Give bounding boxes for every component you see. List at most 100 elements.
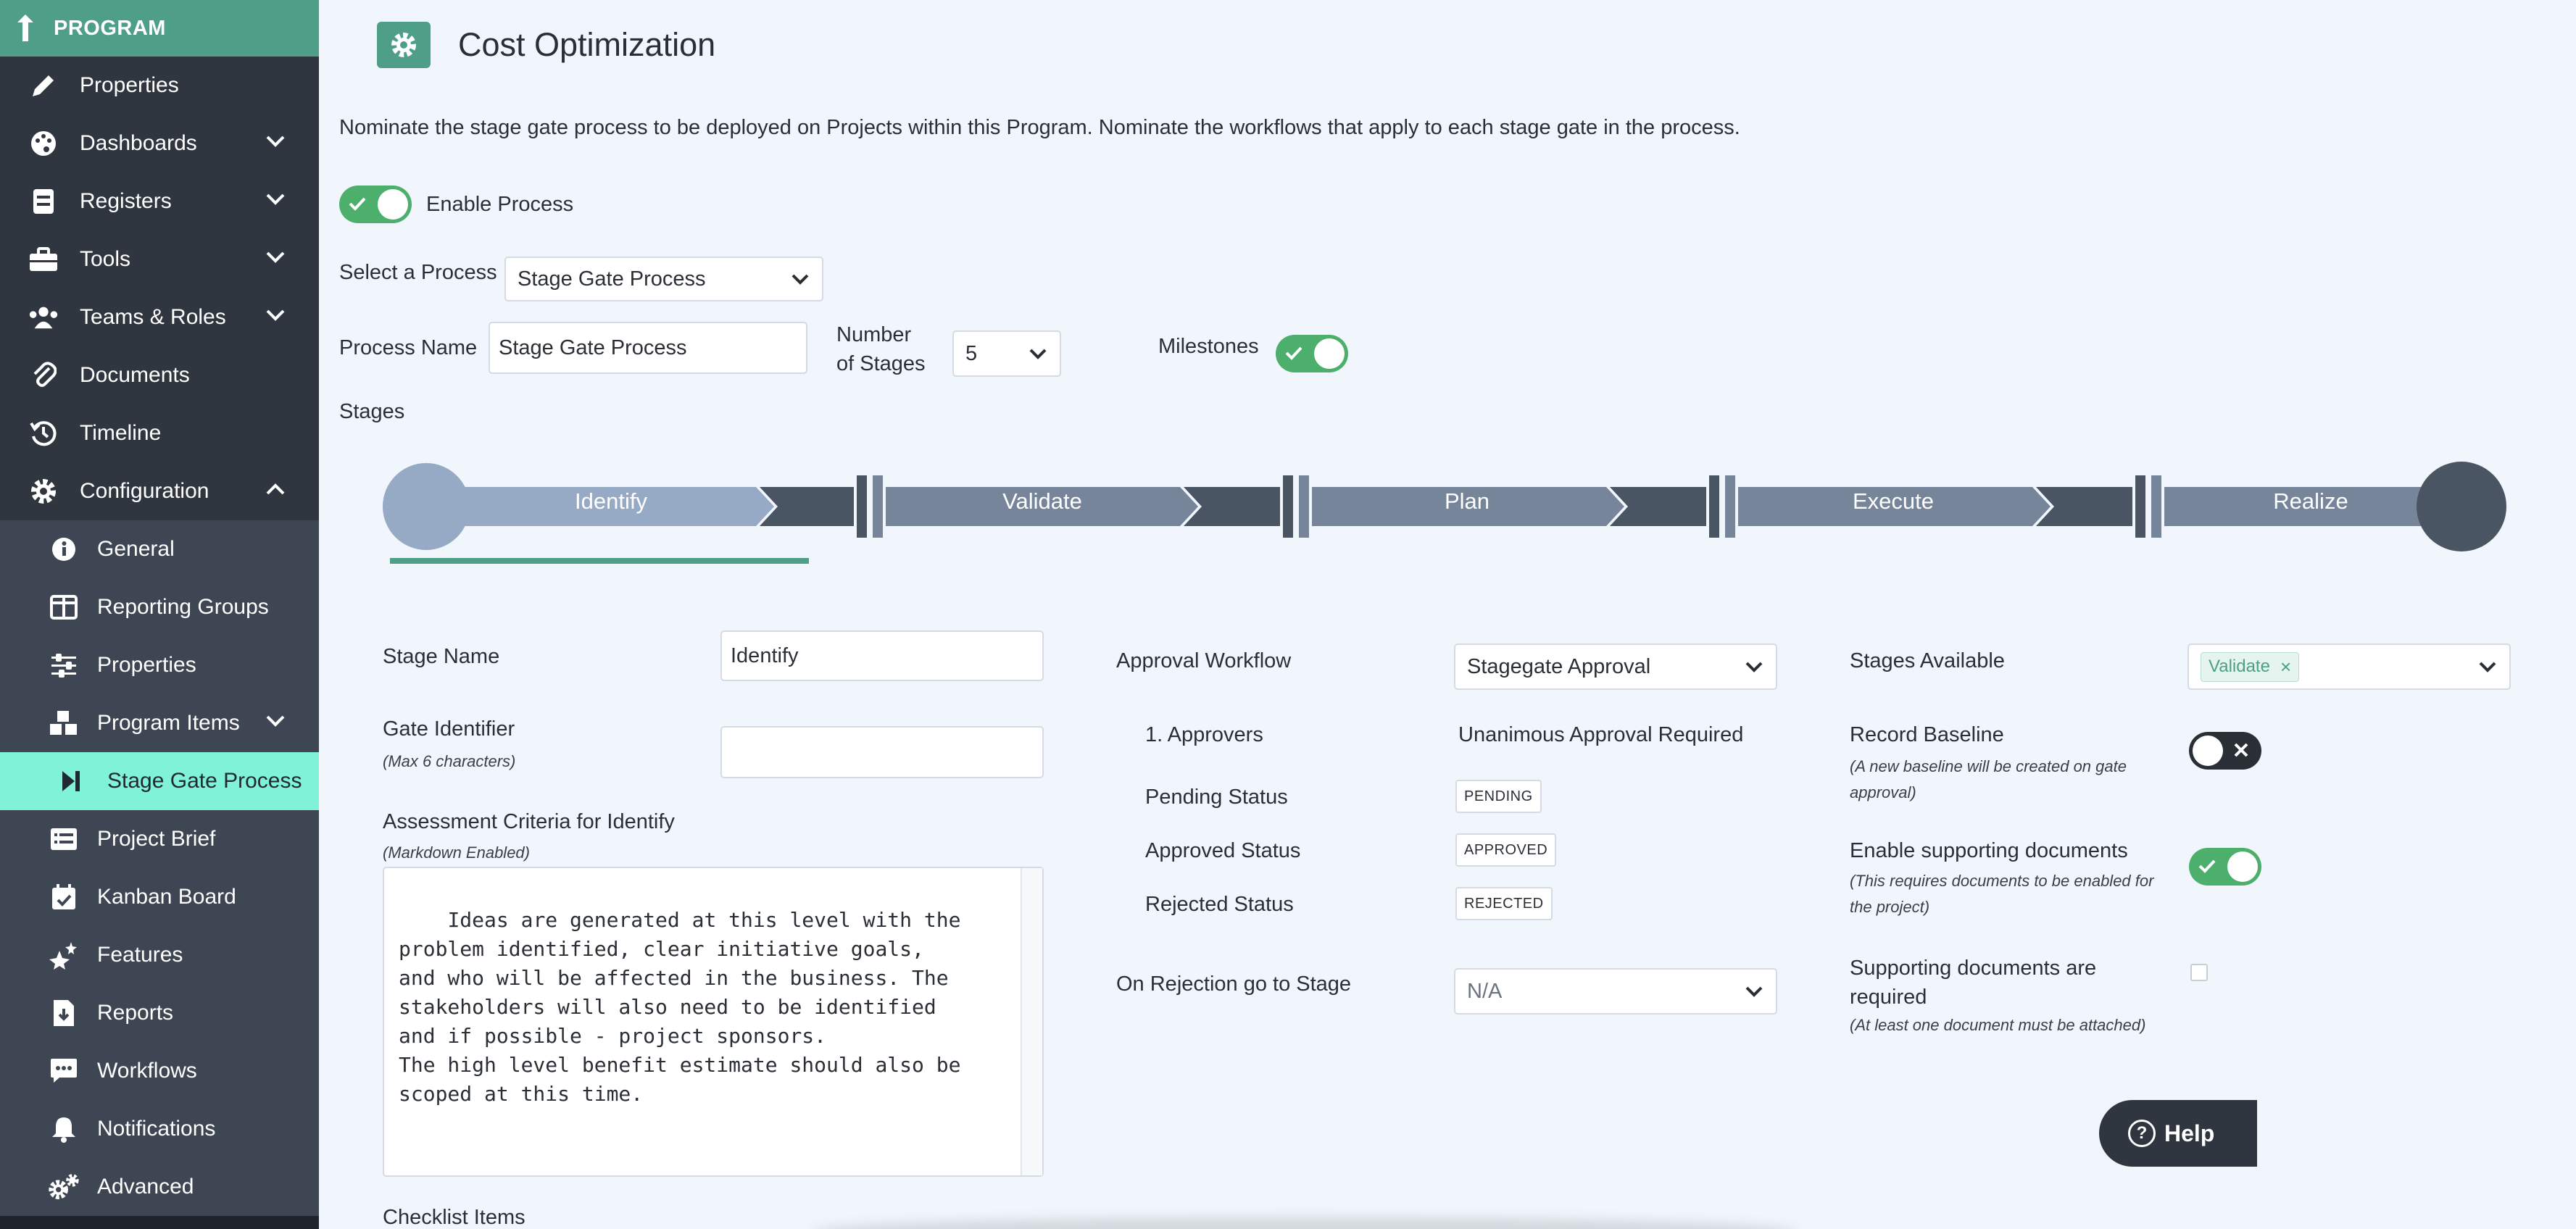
sidebar-item-documents[interactable]: Documents bbox=[0, 346, 319, 404]
record-baseline-label: Record Baseline bbox=[1850, 723, 2004, 746]
sidebar-item-dashboards[interactable]: Dashboards bbox=[0, 114, 319, 172]
checklist-items-label: Checklist Items bbox=[383, 1206, 525, 1229]
chevron-down-icon bbox=[266, 715, 285, 727]
register-icon bbox=[28, 186, 59, 217]
sidebar-item-label: Registers bbox=[80, 189, 172, 213]
sidebar-item-label: Timeline bbox=[80, 421, 162, 445]
textarea-scrollbar[interactable] bbox=[1021, 868, 1042, 1175]
calendar-check-icon bbox=[48, 881, 80, 913]
sidebar-subitem-program-items[interactable]: Program Items bbox=[0, 694, 319, 752]
sidebar-item-label: Kanban Board bbox=[97, 885, 236, 909]
enable-supporting-docs-toggle[interactable] bbox=[2189, 848, 2261, 886]
stage-realize[interactable]: Realize bbox=[2273, 488, 2348, 514]
sidebar-item-registers[interactable]: Registers bbox=[0, 172, 319, 230]
chevron-down-icon bbox=[2479, 662, 2496, 672]
sidebar-item-label: Project Brief bbox=[97, 827, 216, 851]
cubes-icon bbox=[48, 707, 80, 739]
stages-available-multiselect[interactable]: Validate × bbox=[2187, 643, 2511, 690]
approvers-label: 1. Approvers bbox=[1145, 723, 1263, 746]
approved-status-badge: APPROVED bbox=[1455, 833, 1557, 867]
sidebar-item-label: Workflows bbox=[97, 1059, 197, 1083]
sidebar-subitem-stage-gate-process[interactable]: Stage Gate Process bbox=[0, 752, 319, 810]
stage-validate[interactable]: Validate bbox=[1002, 488, 1082, 514]
chevron-down-icon bbox=[266, 136, 285, 147]
pencil-icon bbox=[28, 70, 59, 101]
number-of-stages-dropdown[interactable]: 5 bbox=[952, 330, 1061, 377]
on-rejection-label: On Rejection go to Stage bbox=[1116, 972, 1352, 996]
assessment-criteria-textarea[interactable]: Ideas are generated at this level with t… bbox=[383, 867, 1044, 1177]
gear-icon bbox=[28, 475, 59, 507]
sidebar-subitem-reporting-groups[interactable]: Reporting Groups bbox=[0, 578, 319, 636]
list-icon bbox=[48, 823, 80, 855]
sidebar-item-label: Advanced bbox=[97, 1175, 194, 1199]
assessment-criteria-label: Assessment Criteria for Identify bbox=[383, 810, 675, 833]
sidebar-subitem-workflows[interactable]: Workflows bbox=[0, 1042, 319, 1100]
cogs-icon bbox=[48, 1171, 80, 1203]
chevron-down-icon bbox=[1745, 986, 1763, 997]
number-of-stages-value: 5 bbox=[965, 341, 978, 365]
sidebar-item-label: Properties bbox=[97, 653, 196, 677]
sidebar-subitem-reports[interactable]: Reports bbox=[0, 984, 319, 1042]
sidebar-item-properties[interactable]: Properties bbox=[0, 57, 319, 114]
chevron-down-icon bbox=[1745, 662, 1763, 672]
sidebar-item-label: Documents bbox=[80, 363, 190, 387]
docs-required-checkbox[interactable] bbox=[2190, 964, 2208, 981]
sidebar-item-configuration[interactable]: Configuration bbox=[0, 462, 319, 520]
sidebar-item-label: Features bbox=[97, 943, 183, 967]
remove-chip-icon[interactable]: × bbox=[2280, 655, 2292, 678]
on-rejection-value: N/A bbox=[1467, 979, 1503, 1003]
toolbox-icon bbox=[28, 243, 59, 275]
record-baseline-toggle[interactable] bbox=[2189, 732, 2261, 770]
chevron-down-icon bbox=[1029, 349, 1047, 359]
stages-available-label: Stages Available bbox=[1850, 649, 2005, 672]
help-button[interactable]: ? Help bbox=[2099, 1100, 2257, 1167]
on-rejection-dropdown[interactable]: N/A bbox=[1454, 968, 1777, 1015]
sidebar-subitem-project-brief[interactable]: Project Brief bbox=[0, 810, 319, 868]
gate-identifier-input[interactable] bbox=[720, 726, 1044, 778]
milestones-toggle[interactable] bbox=[1276, 335, 1348, 372]
paperclip-icon bbox=[28, 359, 59, 391]
history-icon bbox=[28, 417, 59, 449]
settings-icon bbox=[377, 22, 431, 68]
sidebar-subitem-general[interactable]: General bbox=[0, 520, 319, 578]
stage-plan[interactable]: Plan bbox=[1444, 488, 1490, 514]
sidebar-subitem-properties[interactable]: Properties bbox=[0, 636, 319, 694]
record-baseline-hint: (A new baseline will be created on gate … bbox=[1850, 757, 2127, 801]
sidebar-item-label: Properties bbox=[80, 73, 179, 97]
sidebar-item-tools[interactable]: Tools bbox=[0, 230, 319, 288]
sidebar-item-label: Notifications bbox=[97, 1117, 216, 1141]
gate-identifier-hint: (Max 6 characters) bbox=[383, 752, 516, 770]
stage-name-input[interactable]: Identify bbox=[720, 630, 1044, 681]
sidebar-item-timeline[interactable]: Timeline bbox=[0, 404, 319, 462]
sidebar-item-label: Teams & Roles bbox=[80, 305, 226, 329]
check-icon bbox=[2198, 859, 2216, 873]
chevron-up-icon bbox=[266, 483, 285, 495]
palette-icon bbox=[28, 128, 59, 159]
sidebar-item-teams-roles[interactable]: Teams & Roles bbox=[0, 288, 319, 346]
approval-workflow-value: Stagegate Approval bbox=[1467, 654, 1651, 678]
sidebar-subitem-kanban-board[interactable]: Kanban Board bbox=[0, 868, 319, 926]
assessment-criteria-text: Ideas are generated at this level with t… bbox=[399, 908, 961, 1106]
sidebar-subitem-notifications[interactable]: Notifications bbox=[0, 1100, 319, 1158]
stage-chip-validate[interactable]: Validate × bbox=[2201, 651, 2300, 682]
sidebar-header[interactable]: PROGRAM bbox=[0, 0, 319, 57]
active-stage-indicator bbox=[390, 558, 809, 564]
sidebar-subitem-advanced[interactable]: Advanced bbox=[0, 1158, 319, 1216]
approval-workflow-dropdown[interactable]: Stagegate Approval bbox=[1454, 643, 1777, 690]
select-process-dropdown[interactable]: Stage Gate Process bbox=[504, 257, 823, 301]
pending-status-label: Pending Status bbox=[1145, 786, 1288, 809]
milestones-label: Milestones bbox=[1158, 335, 1259, 358]
file-download-icon bbox=[48, 997, 80, 1029]
bell-icon bbox=[48, 1113, 80, 1145]
assessment-criteria-hint: (Markdown Enabled) bbox=[383, 843, 530, 862]
process-name-input[interactable]: Stage Gate Process bbox=[489, 322, 807, 374]
enable-process-toggle[interactable] bbox=[339, 186, 412, 223]
sidebar-subitem-features[interactable]: Features bbox=[0, 926, 319, 984]
gate-identifier-label: Gate Identifier bbox=[383, 717, 515, 741]
stage-identify[interactable]: Identify bbox=[575, 488, 647, 514]
stages-progress-bar: Identify Validate Plan Execute Realize bbox=[383, 461, 2506, 564]
stage-execute[interactable]: Execute bbox=[1852, 488, 1934, 514]
chevron-down-icon bbox=[266, 309, 285, 321]
sidebar-item-label: General bbox=[97, 537, 175, 561]
x-icon bbox=[2234, 743, 2248, 757]
